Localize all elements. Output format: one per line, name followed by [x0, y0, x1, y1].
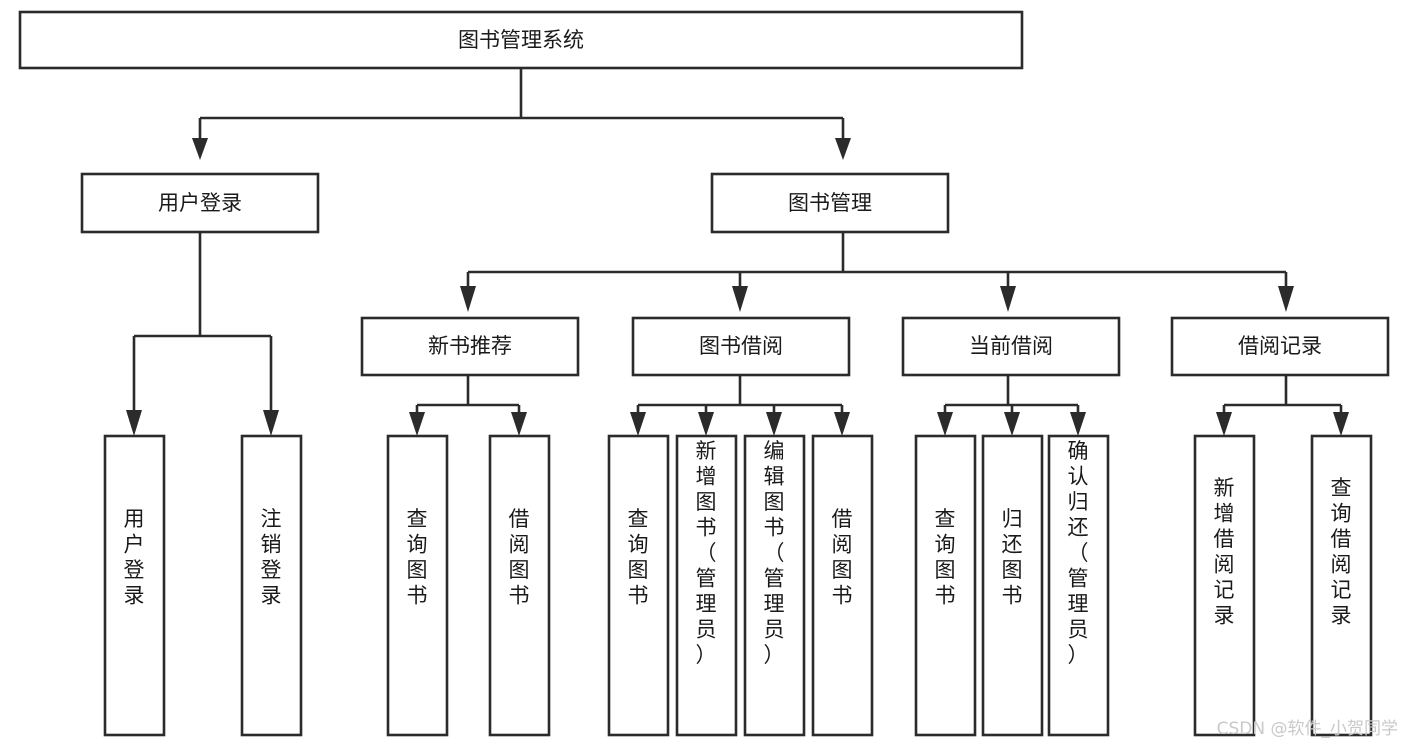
leaf-return-book-label: 归还图书: [1002, 507, 1023, 608]
node-root-box[interactable]: [18, 10, 1024, 70]
leaf-query-record[interactable]: 查询借阅记录: [1310, 434, 1373, 737]
arrow-ul-leaf2-icon: [263, 410, 279, 436]
arrow-bb-leaf2-icon: [698, 412, 714, 436]
leaf-add-book-label: 新增图书（管理员）: [696, 439, 717, 667]
leaf-return-book-box[interactable]: [981, 434, 1044, 737]
leaf-confirm-return[interactable]: 确认归还（管理员）: [1047, 434, 1110, 737]
leaf-query-book-2-label: 查询图书: [628, 507, 649, 608]
node-new-book-recommend-label: 新书推荐: [428, 334, 512, 358]
arrow-bm-to-current-borrow-icon: [1000, 286, 1016, 312]
arrow-bb-leaf3-icon: [766, 412, 782, 436]
node-root[interactable]: 图书管理系统: [18, 10, 1024, 70]
leaf-query-book-1[interactable]: 查询图书: [386, 434, 449, 737]
node-new-book-recommend[interactable]: 新书推荐: [360, 316, 580, 377]
leaf-borrow-book-1[interactable]: 借阅图书: [488, 434, 551, 737]
leaf-borrow-book-2[interactable]: 借阅图书: [811, 434, 874, 737]
leaf-return-book[interactable]: 归还图书: [981, 434, 1044, 737]
node-current-borrow-box[interactable]: [901, 316, 1121, 377]
node-user-login[interactable]: 用户登录: [80, 172, 320, 234]
node-current-borrow-label: 当前借阅: [969, 334, 1053, 358]
node-book-borrow-box[interactable]: [631, 316, 851, 377]
node-borrow-records-box[interactable]: [1170, 316, 1390, 377]
leaf-borrow-book-1-box[interactable]: [488, 434, 551, 737]
leaf-user-login-box[interactable]: [103, 434, 166, 737]
leaf-query-book-1-box[interactable]: [386, 434, 449, 737]
leaf-confirm-return-box[interactable]: [1047, 434, 1110, 737]
leaf-edit-book[interactable]: 编辑图书（管理员）: [743, 434, 806, 737]
leaf-add-record-box[interactable]: [1193, 434, 1256, 737]
leaf-query-book-3-label: 查询图书: [935, 507, 956, 608]
arrow-bm-to-new-book-icon: [460, 286, 476, 312]
node-book-management[interactable]: 图书管理: [710, 172, 950, 234]
leaf-query-book-3-box[interactable]: [914, 434, 977, 737]
arrow-root-to-book-management-icon: [835, 138, 851, 160]
arrow-cb-leaf2-icon: [1004, 412, 1020, 436]
connector-group-book-borrow: [630, 375, 850, 436]
arrow-root-to-user-login-icon: [192, 138, 208, 160]
arrow-cb-leaf3-icon: [1070, 412, 1086, 436]
arrow-bb-leaf1-icon: [630, 412, 646, 436]
node-new-book-recommend-box[interactable]: [360, 316, 580, 377]
leaf-add-record[interactable]: 新增借阅记录: [1193, 434, 1256, 737]
leaf-query-book-1-label: 查询图书: [407, 507, 428, 608]
leaf-add-record-label: 新增借阅记录: [1214, 476, 1235, 628]
node-book-management-label: 图书管理: [788, 191, 872, 215]
connector-group-new-book-recommend: [409, 375, 527, 436]
leaf-borrow-book-2-box[interactable]: [811, 434, 874, 737]
leaf-query-record-box[interactable]: [1310, 434, 1373, 737]
leaf-borrow-book-2-label: 借阅图书: [832, 507, 853, 608]
leaf-user-logout-box[interactable]: [240, 434, 303, 737]
arrow-nbr-leaf1-icon: [409, 412, 425, 436]
leaf-user-login[interactable]: 用户登录: [103, 434, 166, 737]
node-borrow-records[interactable]: 借阅记录: [1170, 316, 1390, 377]
connector-group-book-management: [460, 232, 1294, 312]
leaf-confirm-return-label: 确认归还（管理员）: [1068, 439, 1089, 667]
node-book-borrow-label: 图书借阅: [699, 334, 783, 358]
leaf-query-book-2-box[interactable]: [607, 434, 670, 737]
leaf-borrow-book-1-label: 借阅图书: [509, 507, 530, 608]
leaf-edit-book-label: 编辑图书（管理员）: [764, 439, 785, 667]
leaf-add-book[interactable]: 新增图书（管理员）: [675, 434, 738, 737]
arrow-cb-leaf1-icon: [937, 412, 953, 436]
leaf-edit-book-box[interactable]: [743, 434, 806, 737]
node-root-label: 图书管理系统: [458, 28, 584, 52]
connector-group-borrow-records: [1216, 375, 1349, 436]
arrow-bm-to-borrow-records-icon: [1278, 286, 1294, 312]
leaf-add-book-box[interactable]: [675, 434, 738, 737]
leaf-query-record-label: 查询借阅记录: [1331, 476, 1352, 628]
connector-group-user-login: [126, 232, 279, 436]
csdn-watermark: CSDN @软件_小贺同学: [1217, 719, 1398, 739]
leaf-user-logout[interactable]: 注销登录: [240, 434, 303, 737]
node-book-management-box[interactable]: [710, 172, 950, 234]
arrow-br-leaf1-icon: [1216, 412, 1232, 436]
leaf-query-book-2[interactable]: 查询图书: [607, 434, 670, 737]
arrow-bb-leaf4-icon: [834, 412, 850, 436]
arrow-nbr-leaf2-icon: [511, 412, 527, 436]
node-current-borrow[interactable]: 当前借阅: [901, 316, 1121, 377]
leaf-user-login-label: 用户登录: [124, 507, 145, 608]
arrow-br-leaf2-icon: [1333, 412, 1349, 436]
node-borrow-records-label: 借阅记录: [1238, 334, 1322, 358]
connector-group-root: [192, 68, 851, 160]
leaf-user-logout-label: 注销登录: [261, 507, 282, 608]
arrow-ul-leaf1-icon: [126, 410, 142, 436]
connector-group-current-borrow: [937, 375, 1086, 436]
leaf-query-book-3[interactable]: 查询图书: [914, 434, 977, 737]
node-book-borrow[interactable]: 图书借阅: [631, 316, 851, 377]
arrow-bm-to-book-borrow-icon: [732, 286, 748, 312]
node-user-login-box[interactable]: [80, 172, 320, 234]
node-user-login-label: 用户登录: [158, 191, 242, 215]
